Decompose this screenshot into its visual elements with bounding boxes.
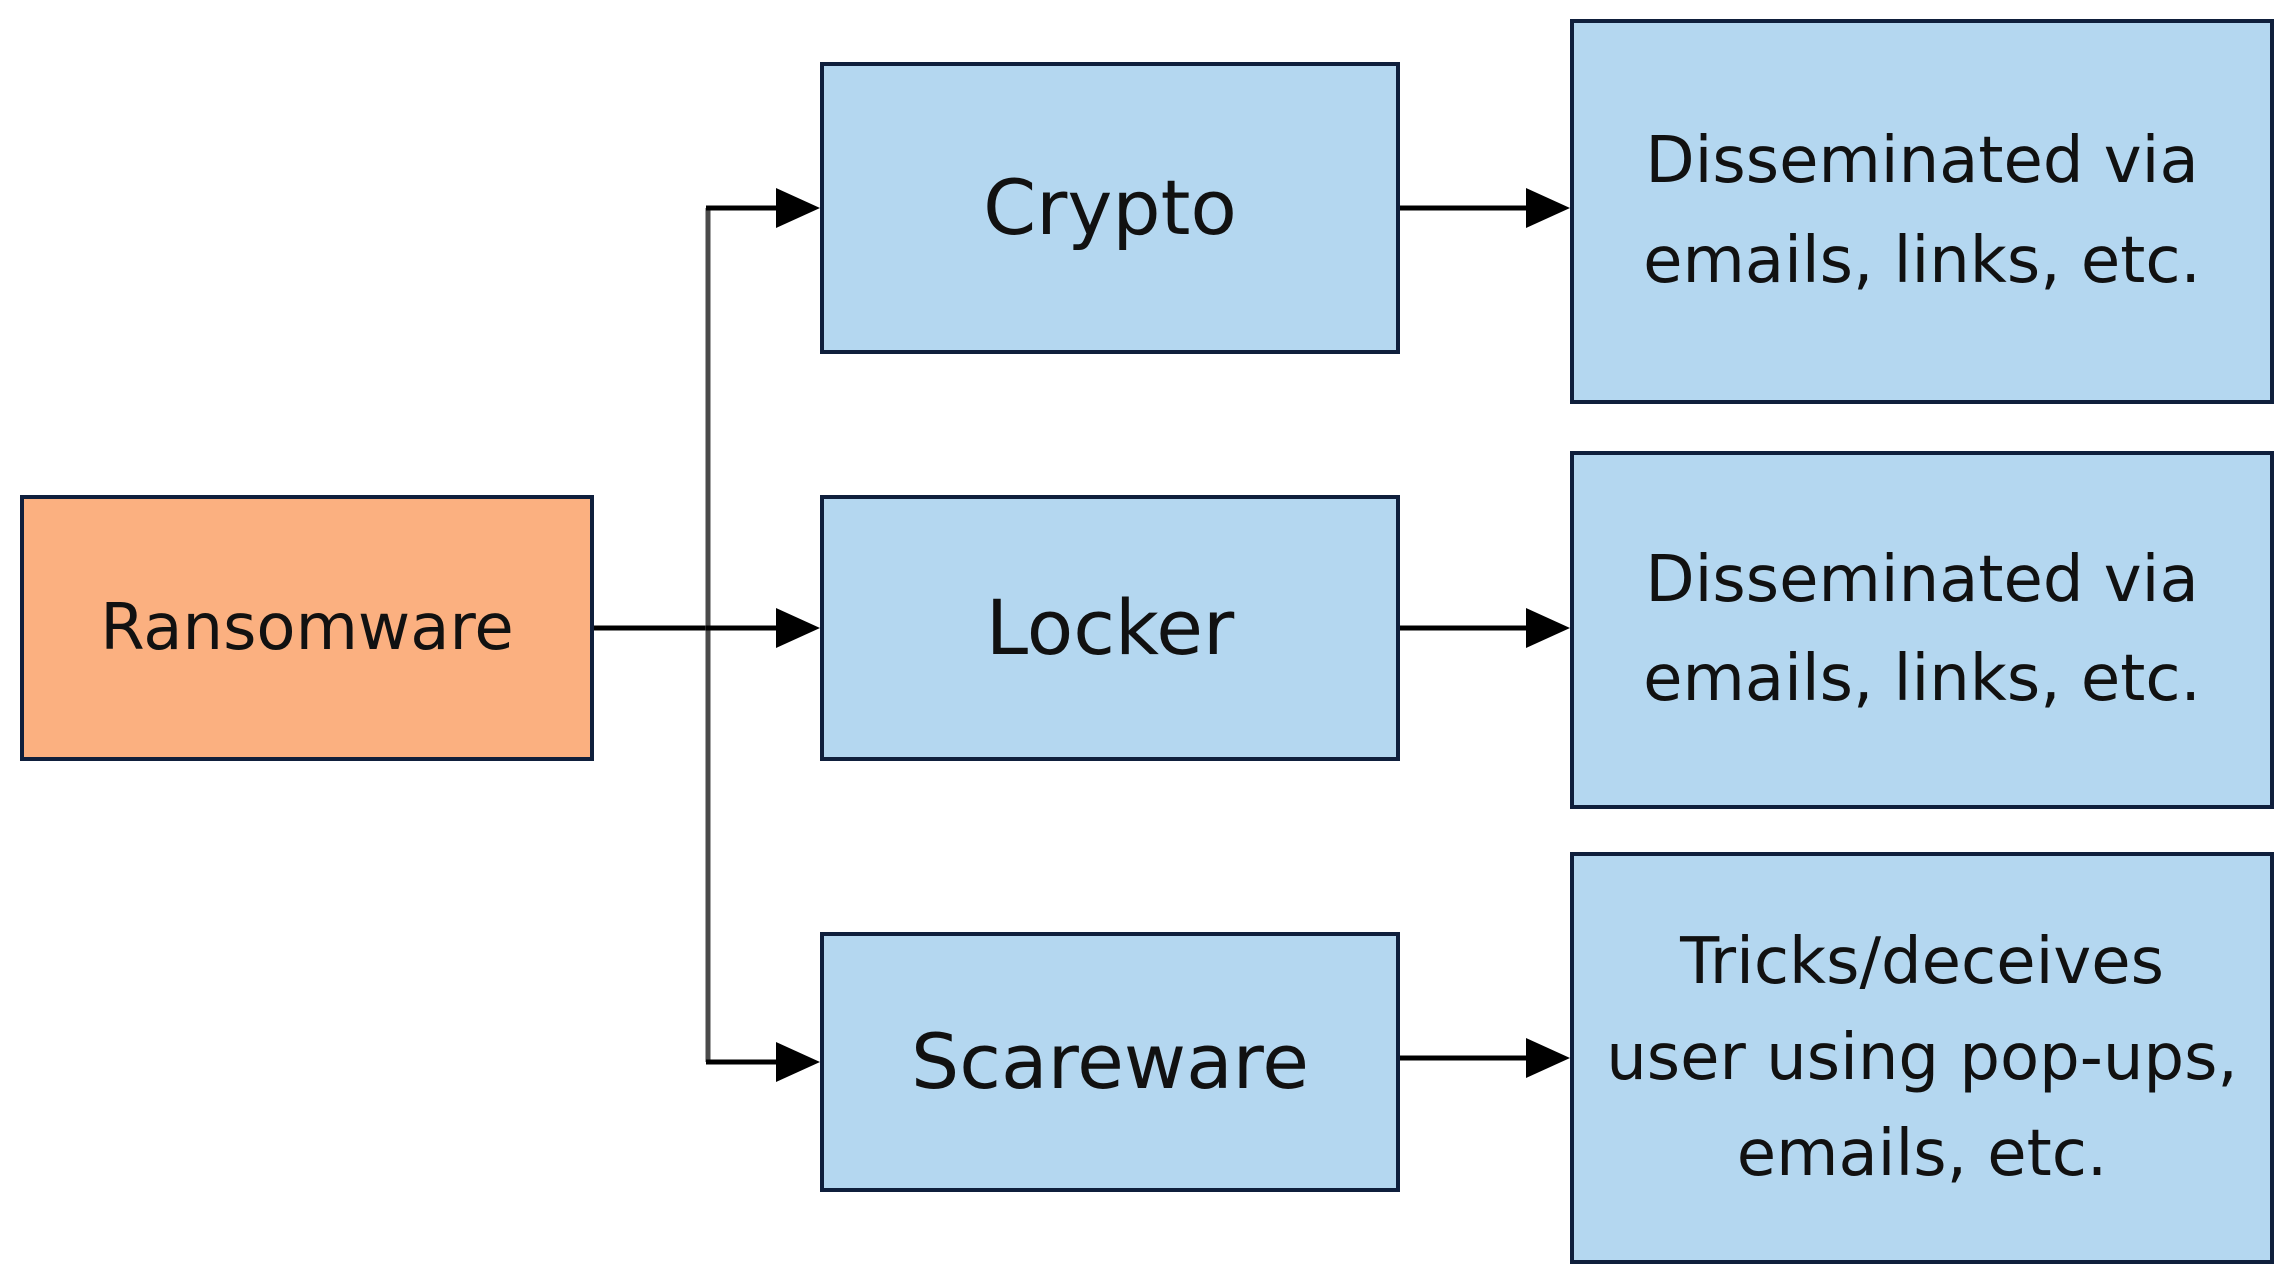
crypto-description-node: Disseminated via emails, links, etc. — [1570, 19, 2274, 404]
arrow-to-crypto — [776, 188, 820, 228]
crypto-node: Crypto — [820, 62, 1400, 354]
scareware-label: Scareware — [911, 1017, 1309, 1106]
locker-description-node: Disseminated via emails, links, etc. — [1570, 451, 2274, 809]
scareware-description: Tricks/deceives user using pop-ups, emai… — [1606, 925, 2238, 1191]
arrow-to-locker — [776, 608, 820, 648]
locker-node: Locker — [820, 495, 1400, 761]
crypto-description: Disseminated via emails, links, etc. — [1643, 124, 2201, 298]
arrow-to-crypto-desc — [1526, 188, 1570, 228]
crypto-label: Crypto — [983, 163, 1237, 252]
locker-description: Disseminated via emails, links, etc. — [1643, 542, 2201, 716]
scareware-description-node: Tricks/deceives user using pop-ups, emai… — [1570, 852, 2274, 1264]
scareware-node: Scareware — [820, 932, 1400, 1192]
arrow-to-locker-desc — [1526, 608, 1570, 648]
ransomware-node: Ransomware — [20, 495, 594, 761]
ransomware-label: Ransomware — [100, 591, 514, 665]
arrow-to-scareware-desc — [1526, 1038, 1570, 1078]
arrow-to-scareware — [776, 1042, 820, 1082]
locker-label: Locker — [985, 583, 1235, 672]
